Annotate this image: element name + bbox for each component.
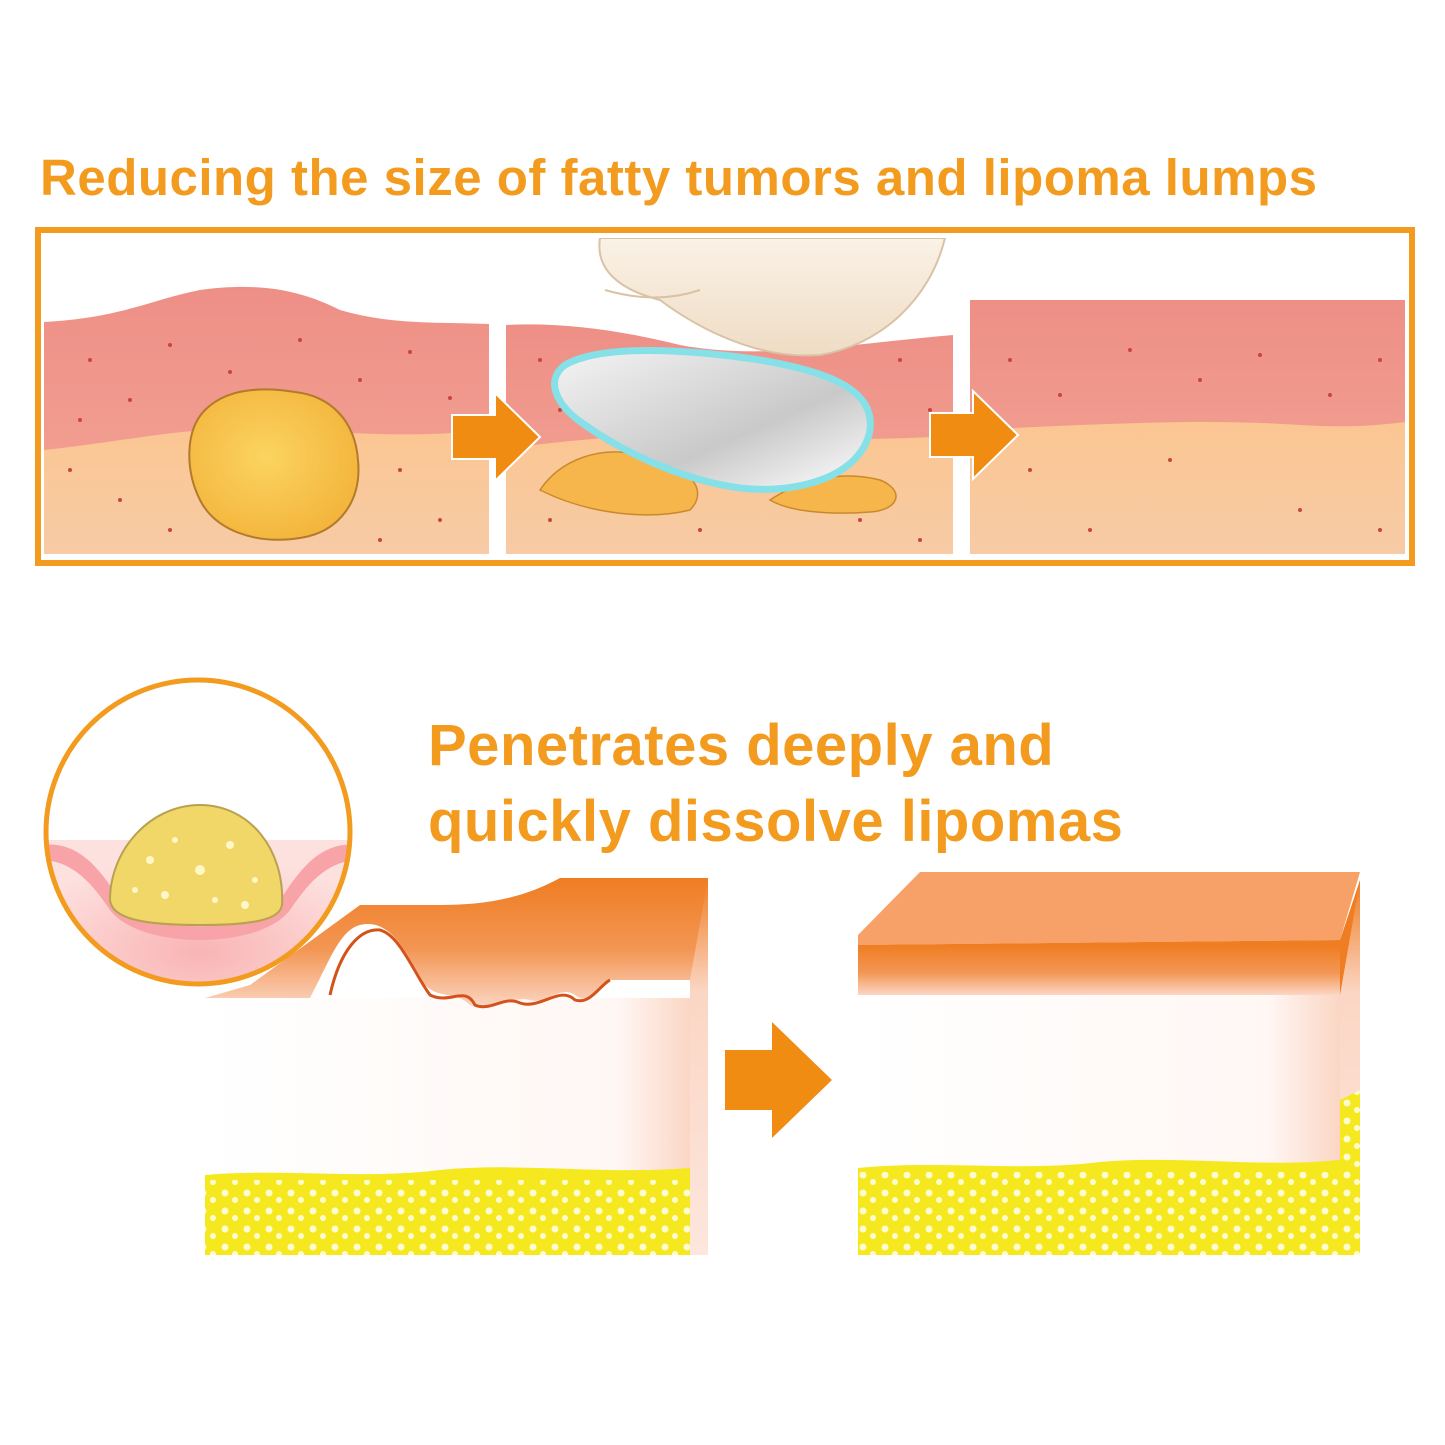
arrow-right-icon — [451, 390, 542, 484]
arrow-right-icon — [929, 388, 1020, 482]
patch-icon — [551, 347, 874, 493]
fat-layer-before — [205, 1175, 690, 1255]
panel-lipoma-under-skin — [44, 238, 489, 554]
bottom-illustration — [43, 677, 1360, 1255]
finger-icon — [598, 238, 947, 357]
top-title: Reducing the size of fatty tumors and li… — [40, 149, 1318, 206]
dermis-speckles — [68, 338, 452, 542]
arrow-right-icon — [725, 1022, 832, 1138]
top-panel-frame — [35, 227, 1415, 566]
bottom-title: Penetrates deeply and quickly dissolve l… — [428, 708, 1123, 860]
top-illustration-strip — [35, 227, 1415, 566]
bottom-title-line-1: Penetrates deeply and — [428, 713, 1055, 778]
lipoma-lump-icon — [188, 388, 360, 541]
skin-block-before — [205, 878, 708, 1255]
fat-layer-after — [858, 1168, 1340, 1255]
lipoma-lump-icon — [108, 803, 284, 927]
skin-block-after — [858, 872, 1360, 1255]
panel-patch-applied — [506, 238, 953, 554]
bottom-title-line-2: quickly dissolve lipomas — [428, 789, 1124, 854]
panel-skin-restored — [970, 238, 1405, 554]
